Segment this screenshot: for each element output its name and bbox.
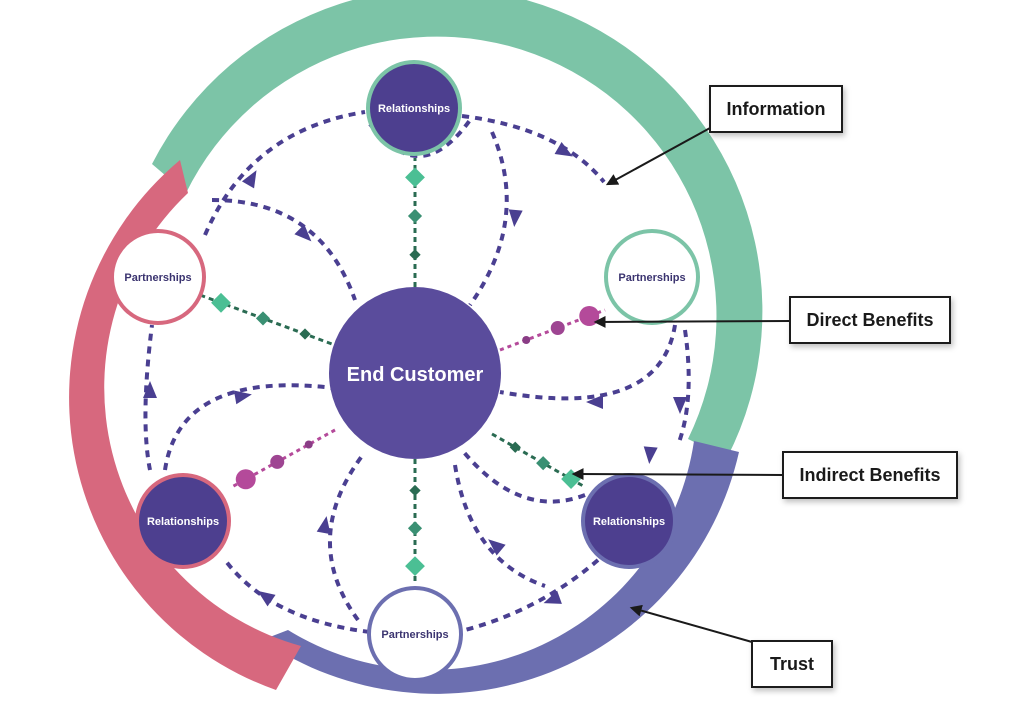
flow-arrow-head [543,590,562,604]
dashed-arrows [143,110,691,634]
callout-information: Information [709,85,843,133]
flow-arrow-path [464,558,600,632]
flow-arrow-path [461,114,606,184]
node-label: Partnerships [381,629,448,641]
center-node: End Customer [329,287,501,459]
flow-arrow-path [163,383,335,471]
flow-arrow-head [233,390,252,405]
spokes [199,158,606,585]
information-ring-segment [152,0,763,458]
flow-arrow-head [643,446,658,464]
dot-marker [550,321,565,335]
flow-arrow-head [673,397,687,414]
diamond-marker [255,311,271,326]
flow-arrow-path [223,558,371,634]
trust-pointer [629,604,753,643]
diamond-marker [409,249,421,261]
flow-arrow-head [294,224,312,242]
flow-arrow-path [676,329,691,446]
dot-marker [235,469,256,490]
flow-arrow-head [488,539,506,556]
node-label: Relationships [378,103,450,115]
spoke-line [199,293,341,349]
information-pointer [605,127,711,186]
callout-information-label: Information [727,99,826,119]
node-right-partnerships: Partnerships [604,229,700,325]
flow-arrow-head [586,395,603,409]
node-bottom-partnerships: Partnerships [367,586,463,682]
node-label: Partnerships [618,272,685,284]
callout-direct-benefits: Direct Benefits [789,296,951,344]
flow-arrow-path [468,131,509,307]
dot-marker [579,306,600,326]
flow-arrow-head [241,170,257,189]
callout-trust-label: Trust [770,654,814,674]
dot-marker [522,336,531,344]
node-left-partnerships: Partnerships [110,229,206,325]
direct-benefits-pointer [593,315,791,328]
pink-ring-segment [69,160,302,690]
diamond-marker [405,556,425,576]
flow-arrow-path [453,464,546,588]
flow-arrow-path [211,198,357,301]
diamond-marker [509,441,521,453]
diamond-marker [211,292,231,313]
node-bottom-left-relationships: Relationships [135,473,231,569]
callout-pointers [571,127,791,643]
dot-marker [304,440,313,449]
callout-trust: Trust [751,640,833,688]
dot-marker [270,454,285,469]
node-label: Relationships [593,516,665,528]
flow-arrow-path [460,448,586,504]
trust-ring-segment [262,441,739,694]
flow-arrow-head [316,516,331,535]
diamond-marker [407,208,423,224]
flow-arrow-head [143,381,157,398]
diamond-marker [409,484,421,497]
node-label: Relationships [147,516,219,528]
node-label: Partnerships [124,272,191,284]
flow-arrow-head [554,141,573,157]
callout-indirect-benefits-label: Indirect Benefits [799,465,940,485]
diamond-marker [536,456,551,471]
flow-arrow-head [257,590,276,607]
flow-arrow-path [499,324,677,401]
center-label: End Customer [347,364,484,386]
diamond-marker [407,521,423,536]
callout-indirect-benefits: Indirect Benefits [782,451,958,499]
arrow-heads [143,141,687,607]
node-bottom-right-relationships: Relationships [581,473,677,569]
node-top-relationships: Relationships [366,60,462,156]
callout-direct-benefits-label: Direct Benefits [806,310,933,330]
flow-arrow-path [203,110,366,236]
diamond-marker [299,328,311,340]
diamond-marker [405,167,425,188]
indirect-benefits-pointer [571,468,784,481]
flow-arrow-head [508,209,523,227]
